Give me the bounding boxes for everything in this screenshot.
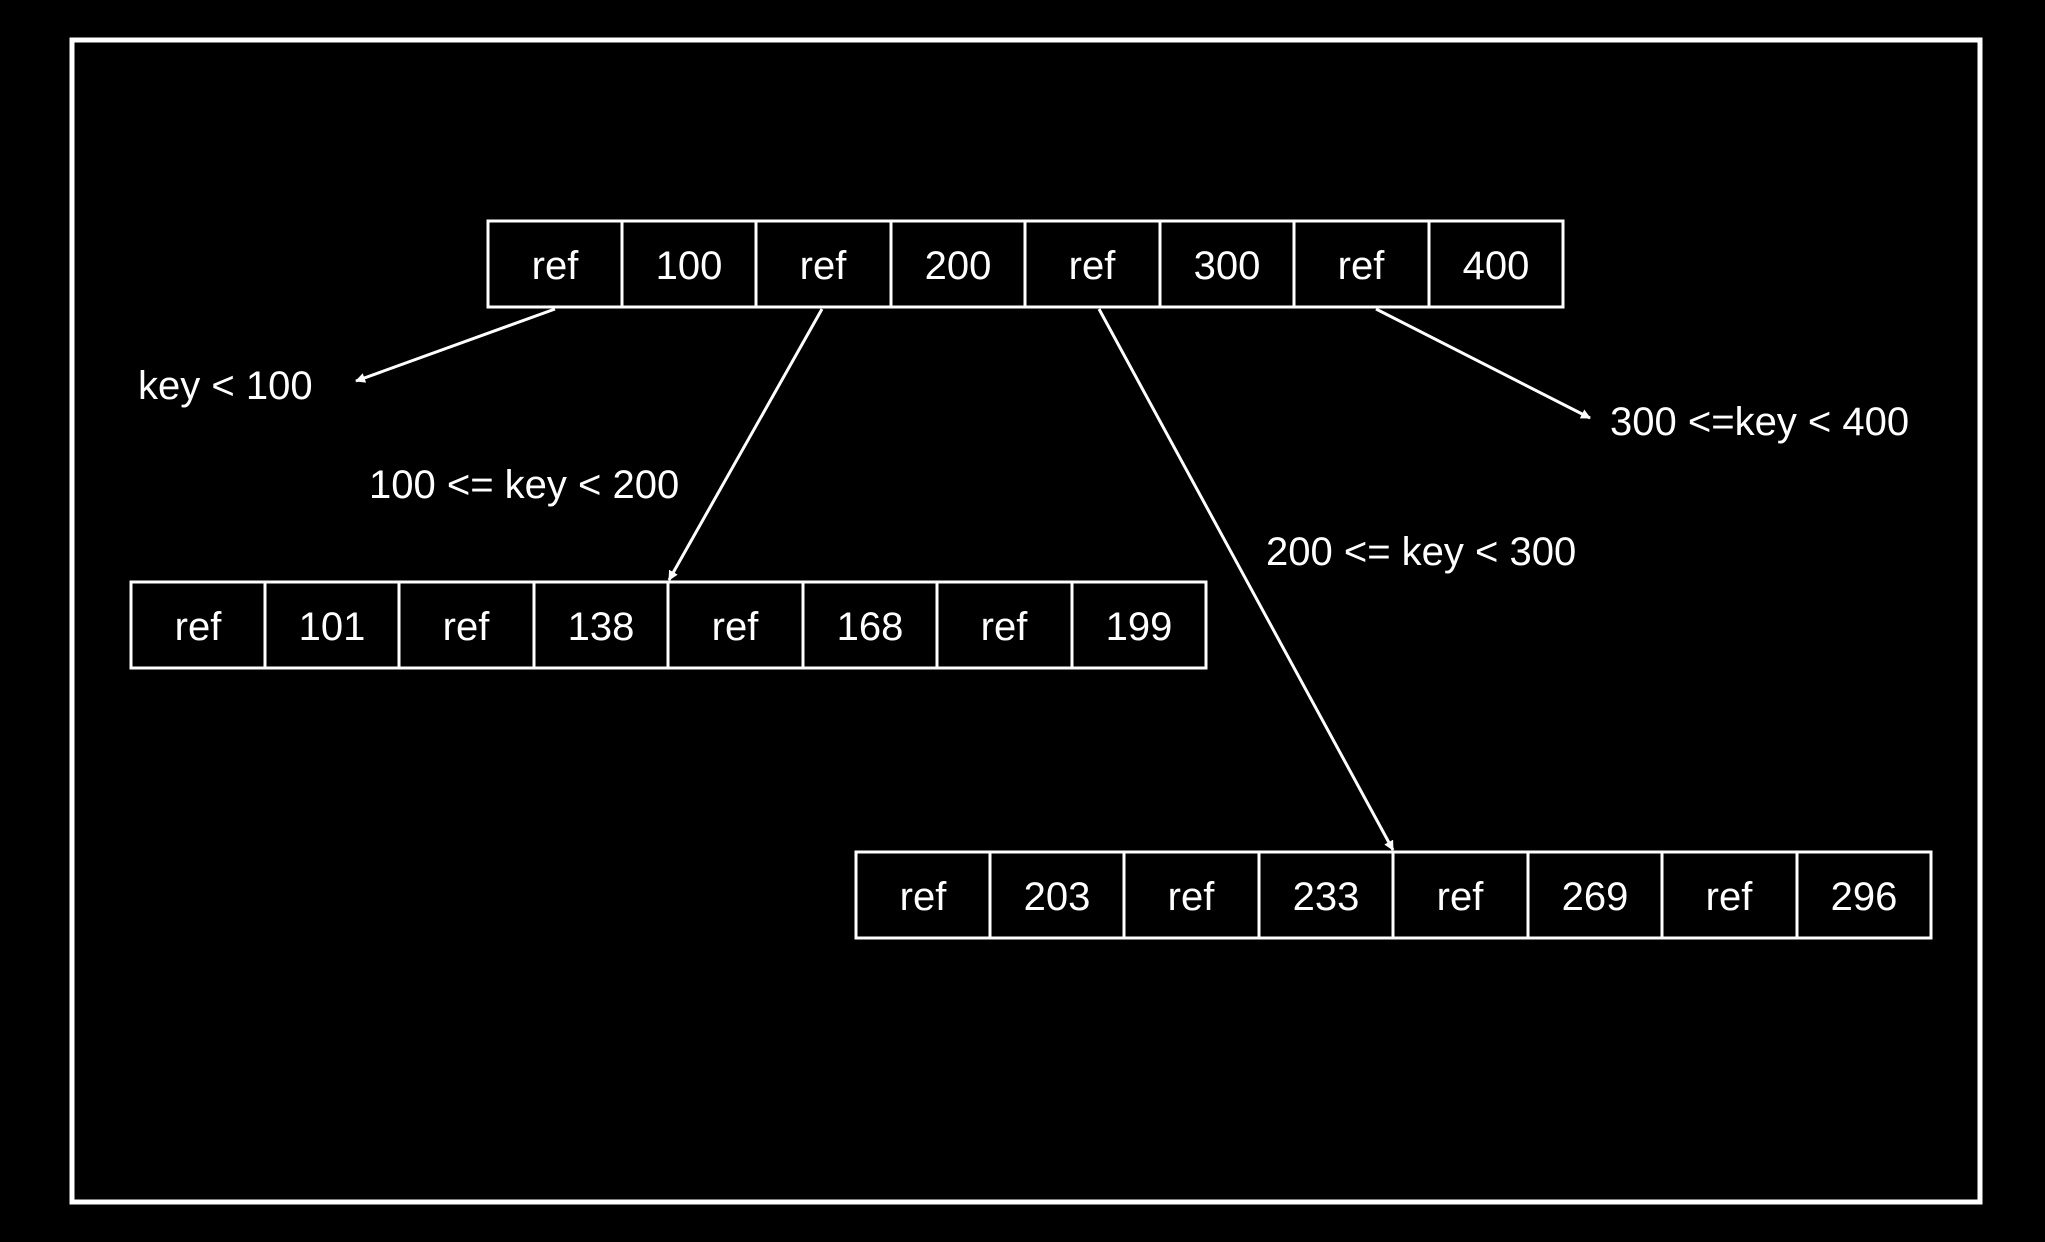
cell-label: 199 <box>1106 605 1173 649</box>
cell-label: ref <box>1437 875 1485 919</box>
cell-label: ref <box>712 605 760 649</box>
cell-label: 101 <box>299 605 366 649</box>
cell-label: 233 <box>1293 875 1360 919</box>
edge-arrow-200-300 <box>1097 308 1395 851</box>
cell-label: 269 <box>1562 875 1629 919</box>
cell-label: ref <box>1069 244 1117 288</box>
cell-label: ref <box>800 244 848 288</box>
cell-label: 168 <box>837 605 904 649</box>
cell-label: ref <box>900 875 948 919</box>
edge-label-100-200: 100 <= key < 200 <box>369 463 679 507</box>
node-cell <box>1427 219 1565 309</box>
edge-label-300-400: 300 <=key < 400 <box>1610 400 1909 444</box>
cell-label: ref <box>1338 244 1386 288</box>
cell-label: ref <box>981 605 1029 649</box>
cell-label: ref <box>1168 875 1216 919</box>
edge-label-200-300: 200 <= key < 300 <box>1266 530 1576 574</box>
cell-label: 138 <box>568 605 635 649</box>
cell-label: 400 <box>1463 244 1530 288</box>
cell-label: 296 <box>1831 875 1898 919</box>
node-cell <box>1795 850 1933 940</box>
cell-label: 200 <box>925 244 992 288</box>
node-cell <box>1070 580 1208 670</box>
right-child-node: ref 203 ref 233 ref 269 ref 296 <box>854 850 1933 940</box>
cell-label: 100 <box>656 244 723 288</box>
edge-arrow-100-200 <box>667 308 824 581</box>
diagram-frame <box>69 37 1983 1205</box>
left-child-node: ref 101 ref 138 ref 168 ref 199 <box>129 580 1208 670</box>
cell-label: ref <box>532 244 580 288</box>
edge-arrow-300-400 <box>1375 307 1591 420</box>
edge-label-less-100: key < 100 <box>138 364 313 408</box>
edge-arrow-less-100 <box>355 307 556 383</box>
cell-label: ref <box>443 605 491 649</box>
root-node: ref 100 ref 200 ref 300 ref 400 <box>486 219 1565 309</box>
cell-label: ref <box>1706 875 1754 919</box>
cell-label: ref <box>175 605 223 649</box>
cell-label: 203 <box>1024 875 1091 919</box>
cell-label: 300 <box>1194 244 1261 288</box>
